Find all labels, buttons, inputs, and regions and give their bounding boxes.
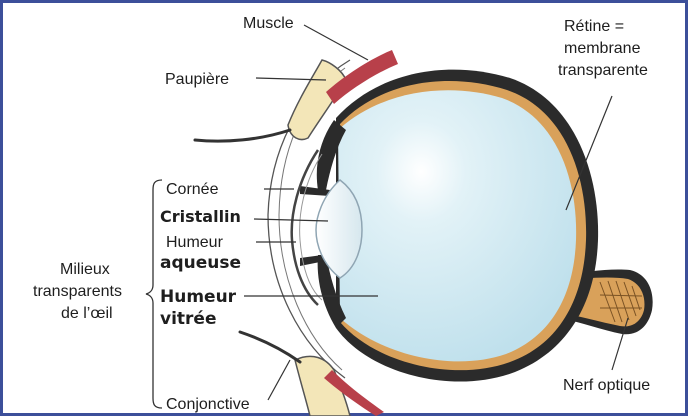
label-muscle: Muscle (243, 15, 294, 32)
label-cristallin: Cristallin (160, 207, 241, 226)
label-cornee: Cornée (166, 181, 219, 198)
muscle-leader (304, 25, 368, 60)
cornea (292, 150, 318, 305)
label-milieux-line3: de l’œil (61, 305, 113, 322)
label-paupiere: Paupière (165, 71, 229, 88)
lower-eyelash (240, 332, 300, 362)
upper-eyelash (195, 130, 290, 141)
label-humeur-vitree-line1: Humeur (160, 287, 237, 307)
label-nerf-optique: Nerf optique (563, 377, 650, 394)
label-milieux-line2: transparents (33, 283, 122, 300)
label-humeur-aqueuse-line1: Humeur (166, 234, 224, 251)
conjonctive-leader (268, 360, 290, 400)
label-retine-line1: Rétine = (564, 18, 624, 35)
label-humeur-vitree-line2: vitrée (160, 309, 216, 329)
label-milieux-line1: Milieux (60, 261, 110, 278)
label-humeur-aqueuse-line2: aqueuse (160, 253, 241, 273)
label-conjonctive: Conjonctive (166, 396, 250, 413)
vitreous-body (338, 90, 576, 361)
label-retine-line2: membrane (564, 40, 641, 57)
label-retine-line3: transparente (558, 62, 648, 79)
